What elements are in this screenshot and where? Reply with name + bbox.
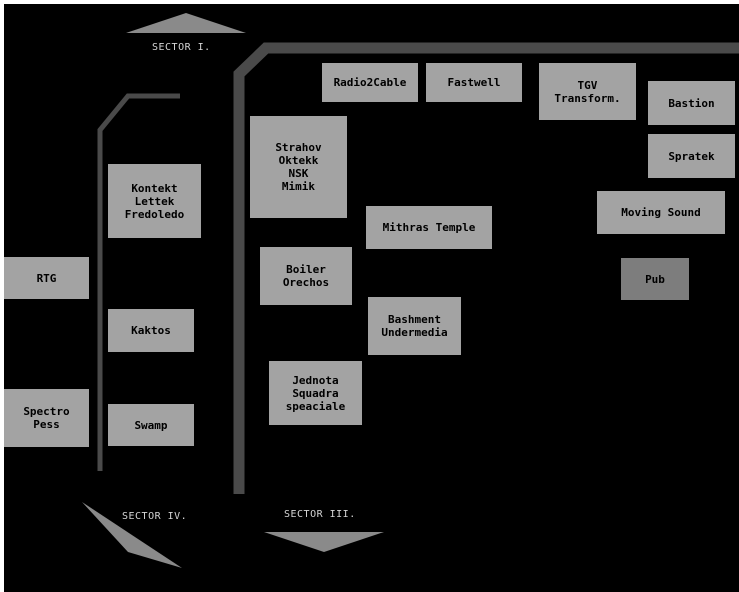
sector-iv-arrow-icon	[82, 502, 182, 568]
sector-iii-wall	[233, 42, 739, 494]
stage-bashment[interactable]: Bashment Undermedia	[368, 297, 461, 355]
stage-label: Moving Sound	[621, 206, 701, 219]
stage-label: Pub	[645, 272, 665, 286]
stage-label: Kontekt Lettek Fredoledo	[124, 181, 185, 221]
stage-tgv-transform[interactable]: TGV Transform.	[539, 63, 636, 120]
stage-swamp[interactable]: Swamp	[108, 404, 194, 446]
stage-label: Spectro Pess	[23, 405, 70, 431]
stage-radio2cable[interactable]: Radio2Cable	[322, 63, 418, 102]
stage-spectro-pess[interactable]: Spectro Pess	[4, 389, 89, 447]
stage-label: TGV Transform.	[554, 78, 621, 105]
stage-label: Fastwell	[447, 76, 501, 89]
sector-iv-label: SECTOR IV.	[122, 511, 188, 522]
map-walls	[82, 13, 739, 568]
stage-label: Spratek	[668, 149, 715, 163]
stage-label: Mithras Temple	[382, 221, 476, 234]
stage-mithras-temple[interactable]: Mithras Temple	[366, 206, 492, 249]
stage-label: Strahov Oktekk NSK Mimik	[275, 141, 322, 193]
stage-label: RTG	[36, 271, 57, 285]
sector-iv-wall	[97, 93, 180, 471]
stage-kontekt[interactable]: Kontekt Lettek Fredoledo	[108, 164, 201, 238]
stage-fastwell[interactable]: Fastwell	[426, 63, 522, 102]
stage-pub[interactable]: Pub	[621, 258, 689, 300]
festival-map: SECTOR I. SECTOR IV. SECTOR III. Radio2C…	[4, 4, 739, 592]
stage-spratek[interactable]: Spratek	[648, 134, 735, 178]
sector-i-label: SECTOR I.	[152, 42, 211, 53]
stage-label: Jednota Squadra speaciale	[285, 373, 346, 413]
sector-iii-label: SECTOR III.	[284, 509, 356, 520]
stage-label: Kaktos	[131, 324, 171, 337]
stage-strahov[interactable]: Strahov Oktekk NSK Mimik	[250, 116, 347, 218]
stage-label: Swamp	[134, 418, 168, 432]
stage-moving-sound[interactable]: Moving Sound	[597, 191, 725, 234]
stage-label: Boiler Orechos	[282, 263, 330, 289]
sector-i-arrow-icon	[126, 13, 246, 33]
stage-bastion[interactable]: Bastion	[648, 81, 735, 125]
stage-rtg[interactable]: RTG	[4, 257, 89, 299]
stage-boiler[interactable]: Boiler Orechos	[260, 247, 352, 305]
sector-iii-arrow-icon	[264, 532, 384, 552]
stage-label: Bashment Undermedia	[381, 313, 448, 339]
stage-kaktos[interactable]: Kaktos	[108, 309, 194, 352]
stage-label: Bastion	[668, 96, 715, 110]
stage-jednota[interactable]: Jednota Squadra speaciale	[269, 361, 362, 425]
stage-label: Radio2Cable	[333, 76, 407, 89]
